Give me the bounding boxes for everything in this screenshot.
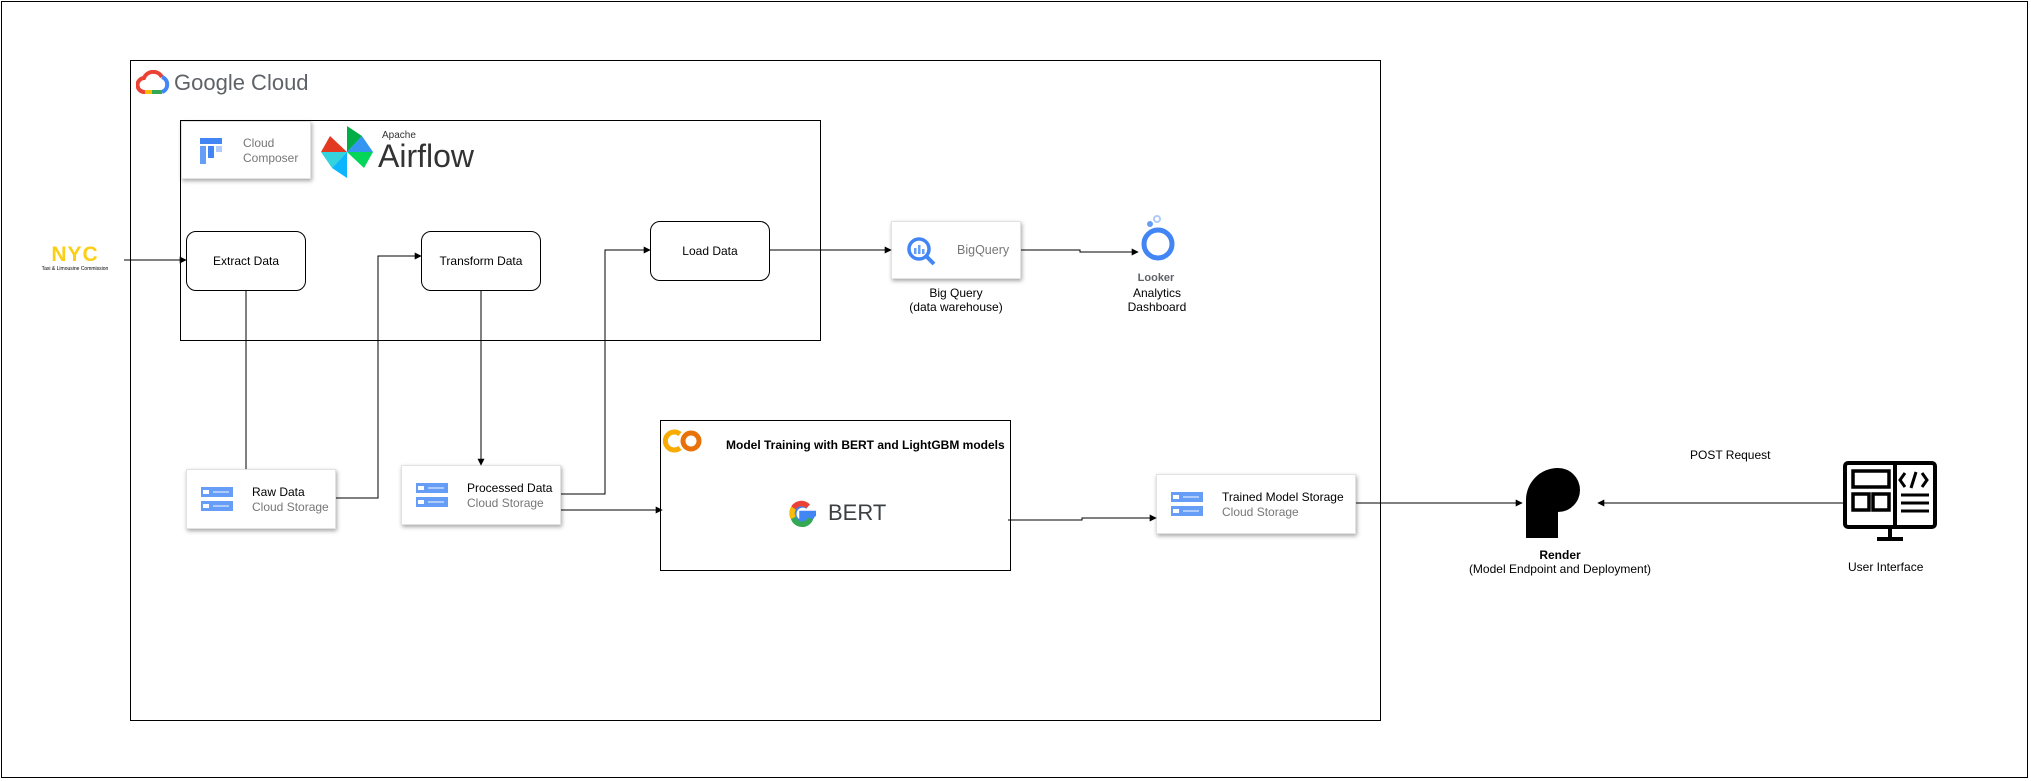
transform-data-step: Transform Data bbox=[421, 231, 541, 291]
nyc-logo-subtitle: Taxi & Limousine Commission bbox=[41, 266, 109, 272]
nyc-logo-text: NYC bbox=[51, 243, 99, 266]
raw-data-subtitle: Cloud Storage bbox=[252, 500, 329, 514]
cloud-composer-card: Cloud Composer bbox=[181, 121, 311, 179]
render-icon bbox=[1526, 468, 1580, 538]
processed-data-storage-card: Processed Data Cloud Storage bbox=[401, 465, 561, 525]
extract-data-label: Extract Data bbox=[212, 254, 280, 268]
bigquery-card-label: BigQuery bbox=[957, 243, 1010, 257]
trained-model-title: Trained Model Storage bbox=[1222, 490, 1344, 504]
google-cloud-icon bbox=[136, 70, 170, 94]
model-training-title: Model Training with BERT and LightGBM mo… bbox=[726, 438, 1005, 452]
colab-icon bbox=[662, 429, 702, 453]
bert-logo: BERT bbox=[782, 493, 886, 533]
colab-logo bbox=[662, 428, 704, 454]
airflow-small-label: Apache bbox=[382, 130, 416, 141]
looker-caption-1: Analytics bbox=[1132, 286, 1182, 300]
bigquery-caption: Big Query (data warehouse) bbox=[896, 286, 1016, 314]
composer-icon bbox=[200, 138, 222, 164]
bert-label: BERT bbox=[828, 500, 887, 525]
google-cloud-logo: Google Cloud bbox=[136, 68, 309, 98]
arrow-processed-to-load bbox=[561, 246, 651, 495]
looker-logo: Looker bbox=[1131, 210, 1181, 286]
load-data-label: Load Data bbox=[682, 244, 738, 258]
raw-data-title: Raw Data bbox=[252, 485, 305, 499]
render-subtitle: (Model Endpoint and Deployment) bbox=[1468, 562, 1652, 576]
airflow-logo: Apache Airflow bbox=[318, 122, 478, 180]
transform-data-label: Transform Data bbox=[439, 254, 523, 268]
looker-logo-text: Looker bbox=[1137, 272, 1175, 284]
render-title: Render bbox=[1539, 548, 1581, 562]
arrow-training-to-trained-storage bbox=[1008, 514, 1157, 522]
arrow-bigquery-to-looker bbox=[1021, 248, 1139, 256]
trained-model-subtitle: Cloud Storage bbox=[1222, 505, 1299, 519]
airflow-pinwheel-icon bbox=[321, 126, 373, 178]
composer-label-2: Composer bbox=[243, 151, 299, 165]
arrow-raw-to-transform bbox=[336, 252, 422, 499]
looker-caption: Analytics Dashboard bbox=[1097, 286, 1217, 314]
bigquery-caption-2: (data warehouse) bbox=[909, 300, 1003, 314]
cloud-storage-icon bbox=[1171, 492, 1203, 516]
nyc-tlc-logo: NYC Taxi & Limousine Commission bbox=[26, 244, 124, 280]
composer-label-1: Cloud bbox=[243, 136, 275, 150]
render-logo bbox=[1522, 466, 1598, 538]
trained-model-storage-card: Trained Model Storage Cloud Storage bbox=[1156, 474, 1356, 534]
google-g-icon bbox=[789, 500, 816, 528]
airflow-big-label: Airflow bbox=[378, 138, 475, 174]
raw-data-storage-card: Raw Data Cloud Storage bbox=[186, 469, 336, 529]
extract-data-step: Extract Data bbox=[186, 231, 306, 291]
bigquery-caption-1: Big Query bbox=[929, 286, 983, 300]
user-interface-label: User Interface bbox=[1848, 560, 1924, 574]
processed-data-subtitle: Cloud Storage bbox=[467, 496, 544, 510]
render-caption: Render (Model Endpoint and Deployment) bbox=[1450, 548, 1670, 576]
bigquery-icon bbox=[907, 237, 936, 266]
model-training-box bbox=[660, 420, 1011, 571]
looker-caption-2: Dashboard bbox=[1127, 300, 1187, 314]
load-data-step: Load Data bbox=[650, 221, 770, 281]
user-interface-icon[interactable] bbox=[1843, 461, 1937, 545]
cloud-storage-icon bbox=[416, 483, 448, 507]
post-request-label: POST Request bbox=[1690, 448, 1771, 462]
looker-icon bbox=[1141, 215, 1175, 261]
bigquery-card: BigQuery bbox=[891, 221, 1021, 279]
processed-data-title: Processed Data bbox=[467, 481, 553, 495]
code-monitor-icon bbox=[1843, 461, 1937, 541]
google-cloud-label: Google Cloud bbox=[174, 70, 309, 95]
cloud-storage-icon bbox=[201, 487, 233, 511]
